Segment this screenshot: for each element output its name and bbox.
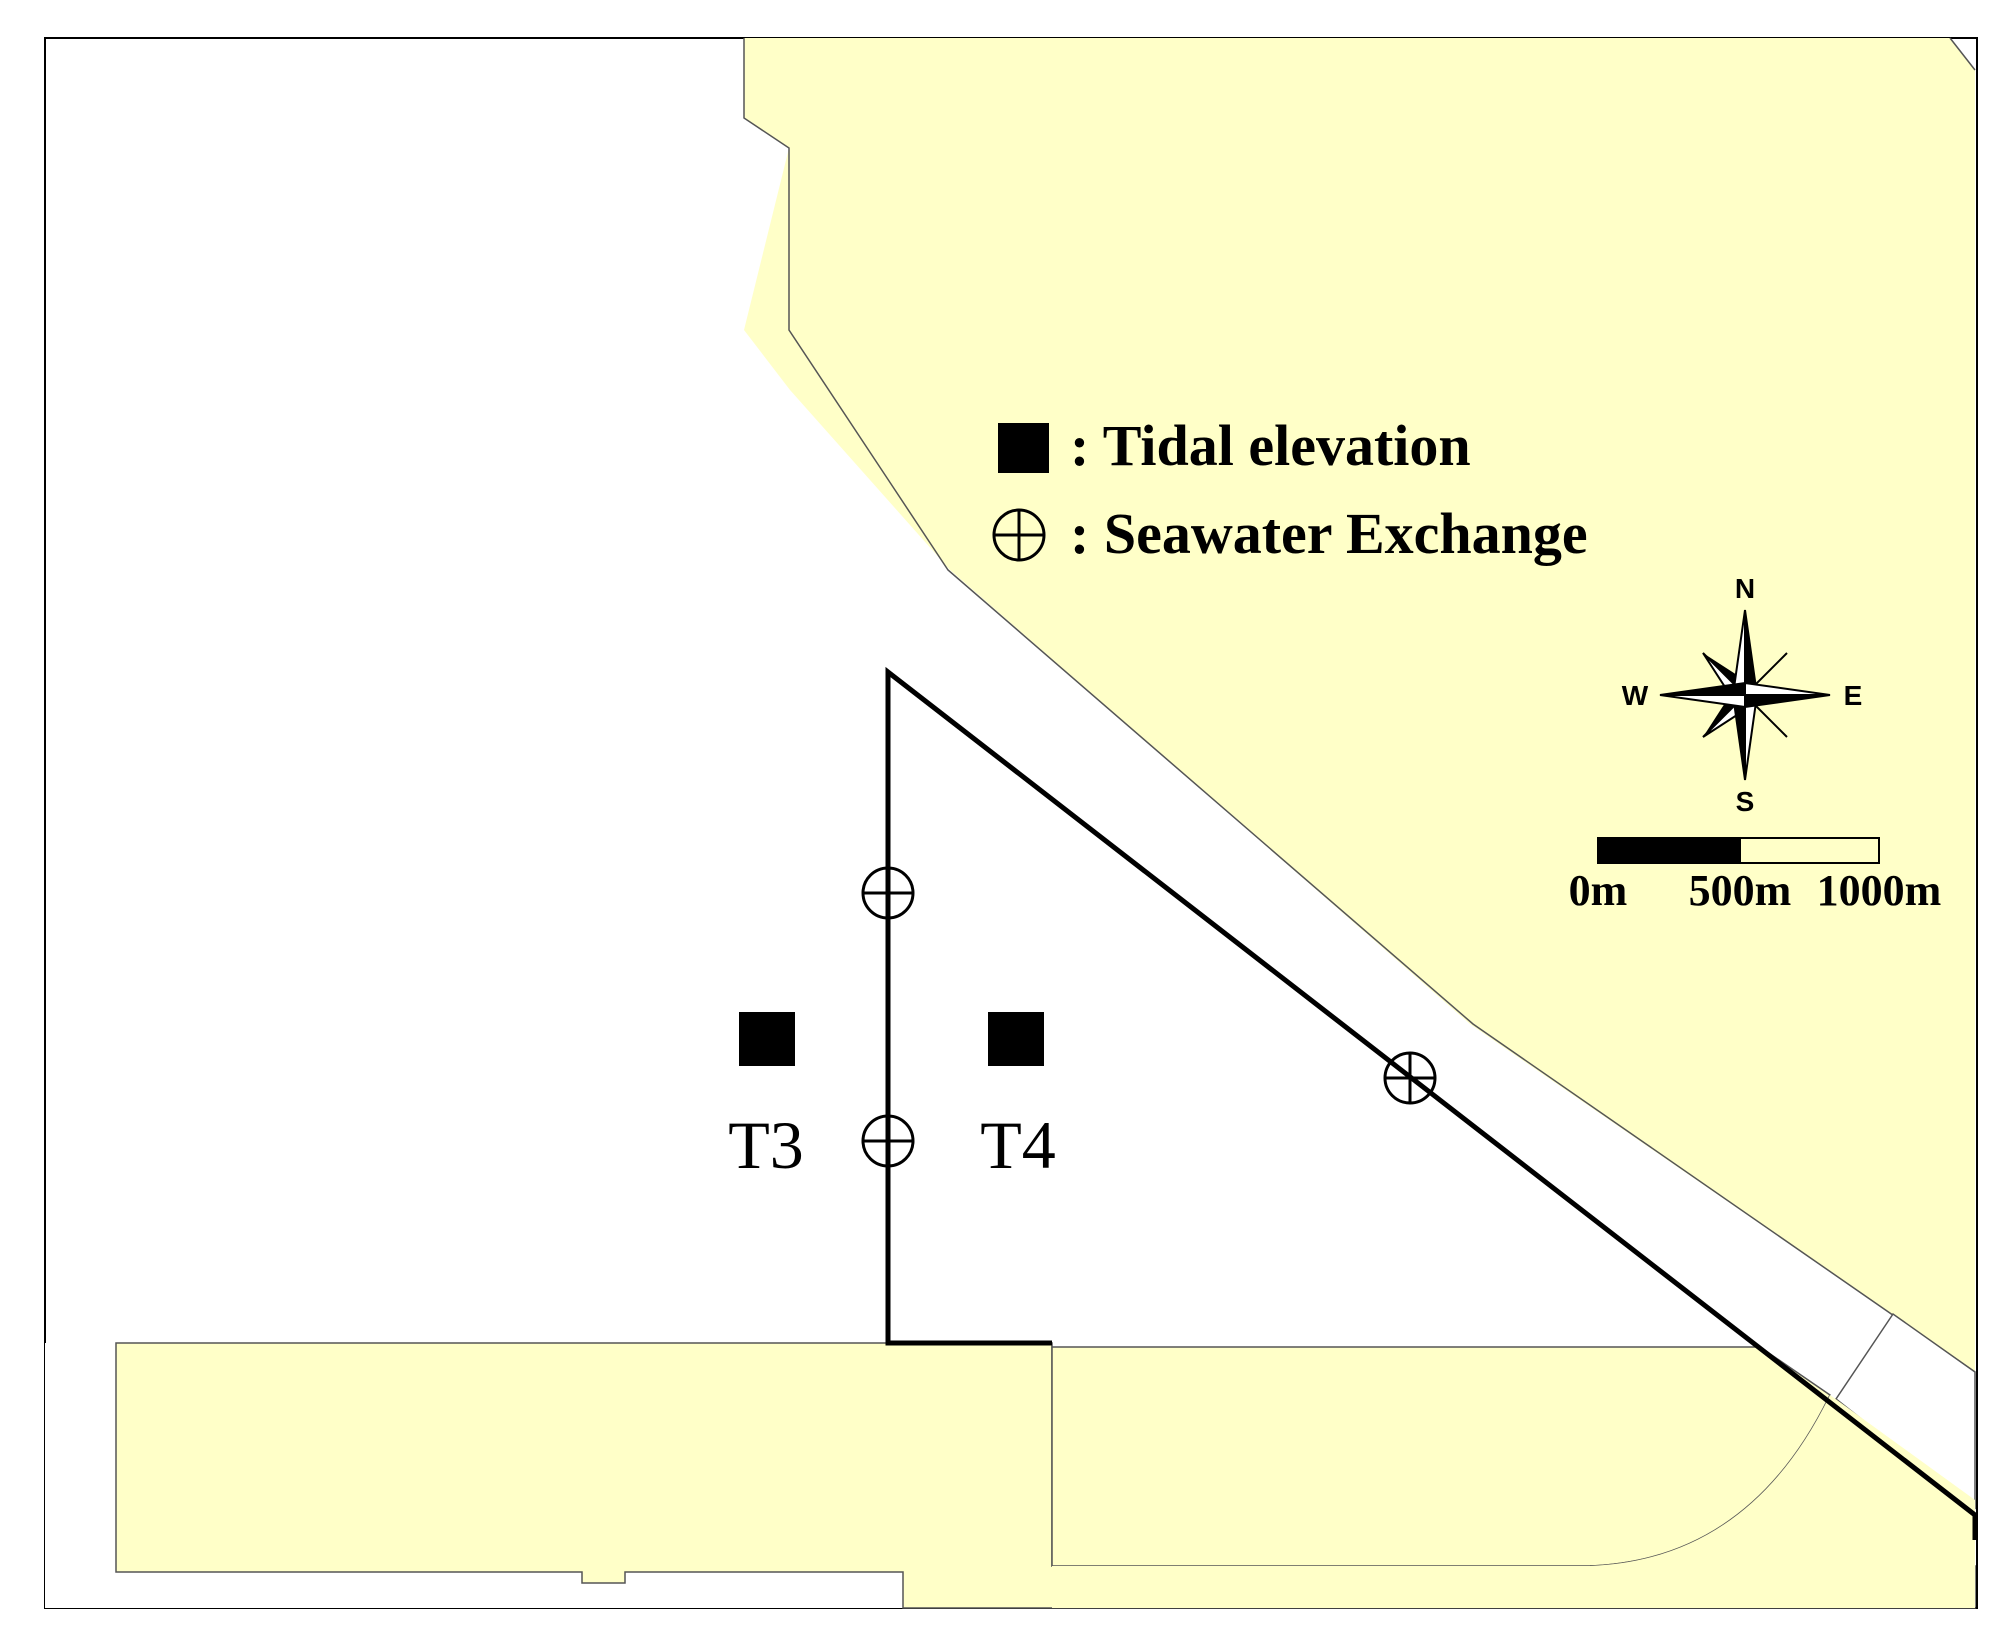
compass-label-e: E xyxy=(1844,680,1863,711)
scale-label-0: 0m xyxy=(1569,866,1628,915)
coastline-northeast-tip xyxy=(1949,37,1976,71)
scale-bar-empty-segment xyxy=(1739,837,1880,864)
scale-label-1000: 1000m xyxy=(1817,866,1942,915)
compass-rose-icon xyxy=(1659,609,1831,781)
land-northeast xyxy=(744,38,1975,1372)
scale-bar-filled-segment xyxy=(1597,837,1741,864)
station-label-t4: T4 xyxy=(980,1107,1056,1183)
legend-tidal-label: : Tidal elevation xyxy=(1070,413,1471,478)
tidal-station-t3-marker xyxy=(739,1012,795,1066)
circle-cross-icon xyxy=(992,508,1046,562)
compass-label-n: N xyxy=(1735,573,1755,604)
exchange-point-north xyxy=(861,866,915,920)
compass-label-w: W xyxy=(1622,680,1649,711)
station-label-t3: T3 xyxy=(728,1107,804,1183)
tidal-station-t4-marker xyxy=(988,1012,1044,1066)
legend: : Tidal elevation : Seawater Exchange xyxy=(992,413,1588,566)
land-southeast-corner xyxy=(1052,1395,1975,1608)
scale-bar xyxy=(1597,837,1880,864)
coastline-northeast xyxy=(743,38,1976,1373)
exchange-point-east xyxy=(1383,1051,1437,1105)
breakwater-boundary xyxy=(885,666,1978,1540)
compass-label-s: S xyxy=(1736,786,1755,817)
filled-square-icon xyxy=(998,423,1049,473)
scale-label-500: 500m xyxy=(1689,866,1792,915)
legend-exchange-label: : Seawater Exchange xyxy=(1070,501,1588,566)
exchange-point-south xyxy=(861,1114,915,1168)
